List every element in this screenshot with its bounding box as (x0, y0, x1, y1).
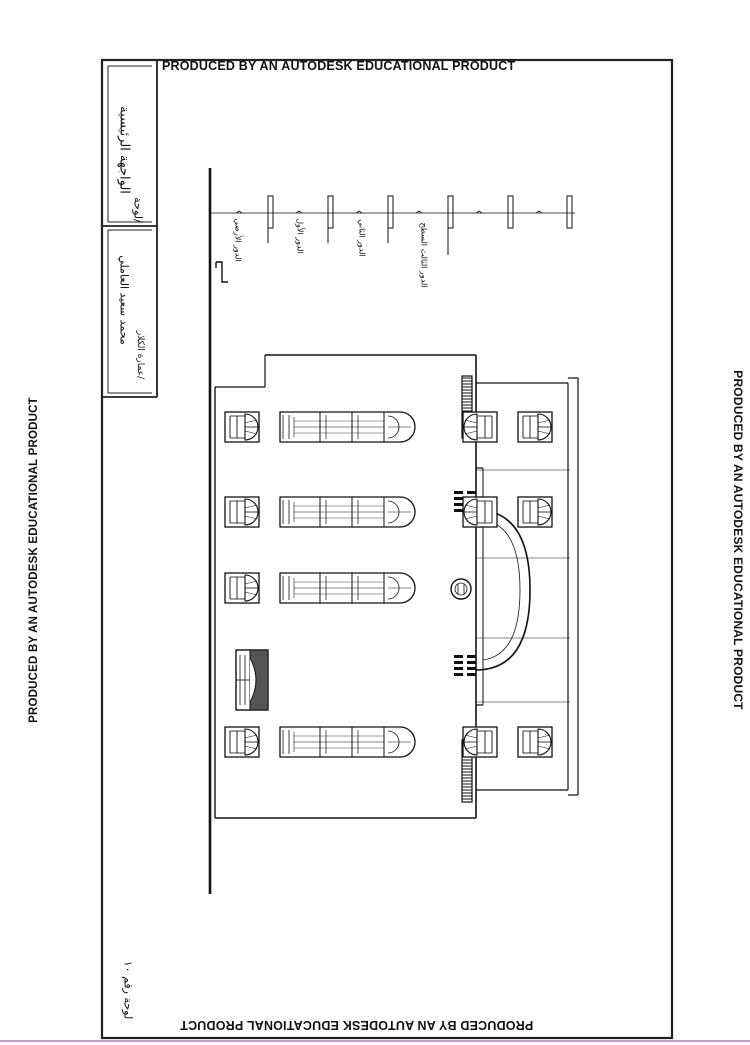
level-label-first: الدور الأول (295, 218, 305, 254)
window-top-arch-1 (462, 411, 498, 443)
window-ground-4 (224, 726, 260, 758)
window-top-arch-3 (462, 496, 498, 528)
entrance-door (235, 649, 269, 711)
sheet-title: الواجهة الرئيسية (116, 106, 132, 194)
window-ground-1 (224, 411, 260, 443)
ornament-dots-2 (454, 655, 476, 676)
sheet-border (100, 58, 674, 1040)
window-tall-4 (279, 726, 416, 758)
window-top-arch-2 (462, 726, 498, 758)
drawn-by-label: عمارة الكلار/ (135, 330, 145, 380)
level-label-ground: الدور الأرضي (233, 218, 243, 262)
watermark-top: PRODUCED BY AN AUTODESK EDUCATIONAL PROD… (162, 59, 516, 73)
sheet-label: لوحة/ (131, 197, 145, 223)
drawn-by-name: محمد سعيد العاملي (117, 255, 131, 345)
window-top-3 (517, 726, 553, 758)
bottom-rule (0, 1040, 750, 1042)
window-tall-3 (279, 572, 416, 604)
window-top-1 (517, 411, 553, 443)
window-ground-3 (224, 572, 260, 604)
window-top-2 (517, 496, 553, 528)
level-markers (208, 168, 575, 894)
window-tall-2 (279, 496, 416, 528)
window-ground-2 (224, 496, 260, 528)
level-label-roof: الدور الثالث السطح (419, 222, 429, 288)
level-label-second: الدور الثاني (357, 219, 367, 257)
title-block (102, 60, 158, 398)
window-tall-1 (279, 411, 416, 443)
sheet-number: لوحة رقم ١٠ (121, 960, 135, 1020)
